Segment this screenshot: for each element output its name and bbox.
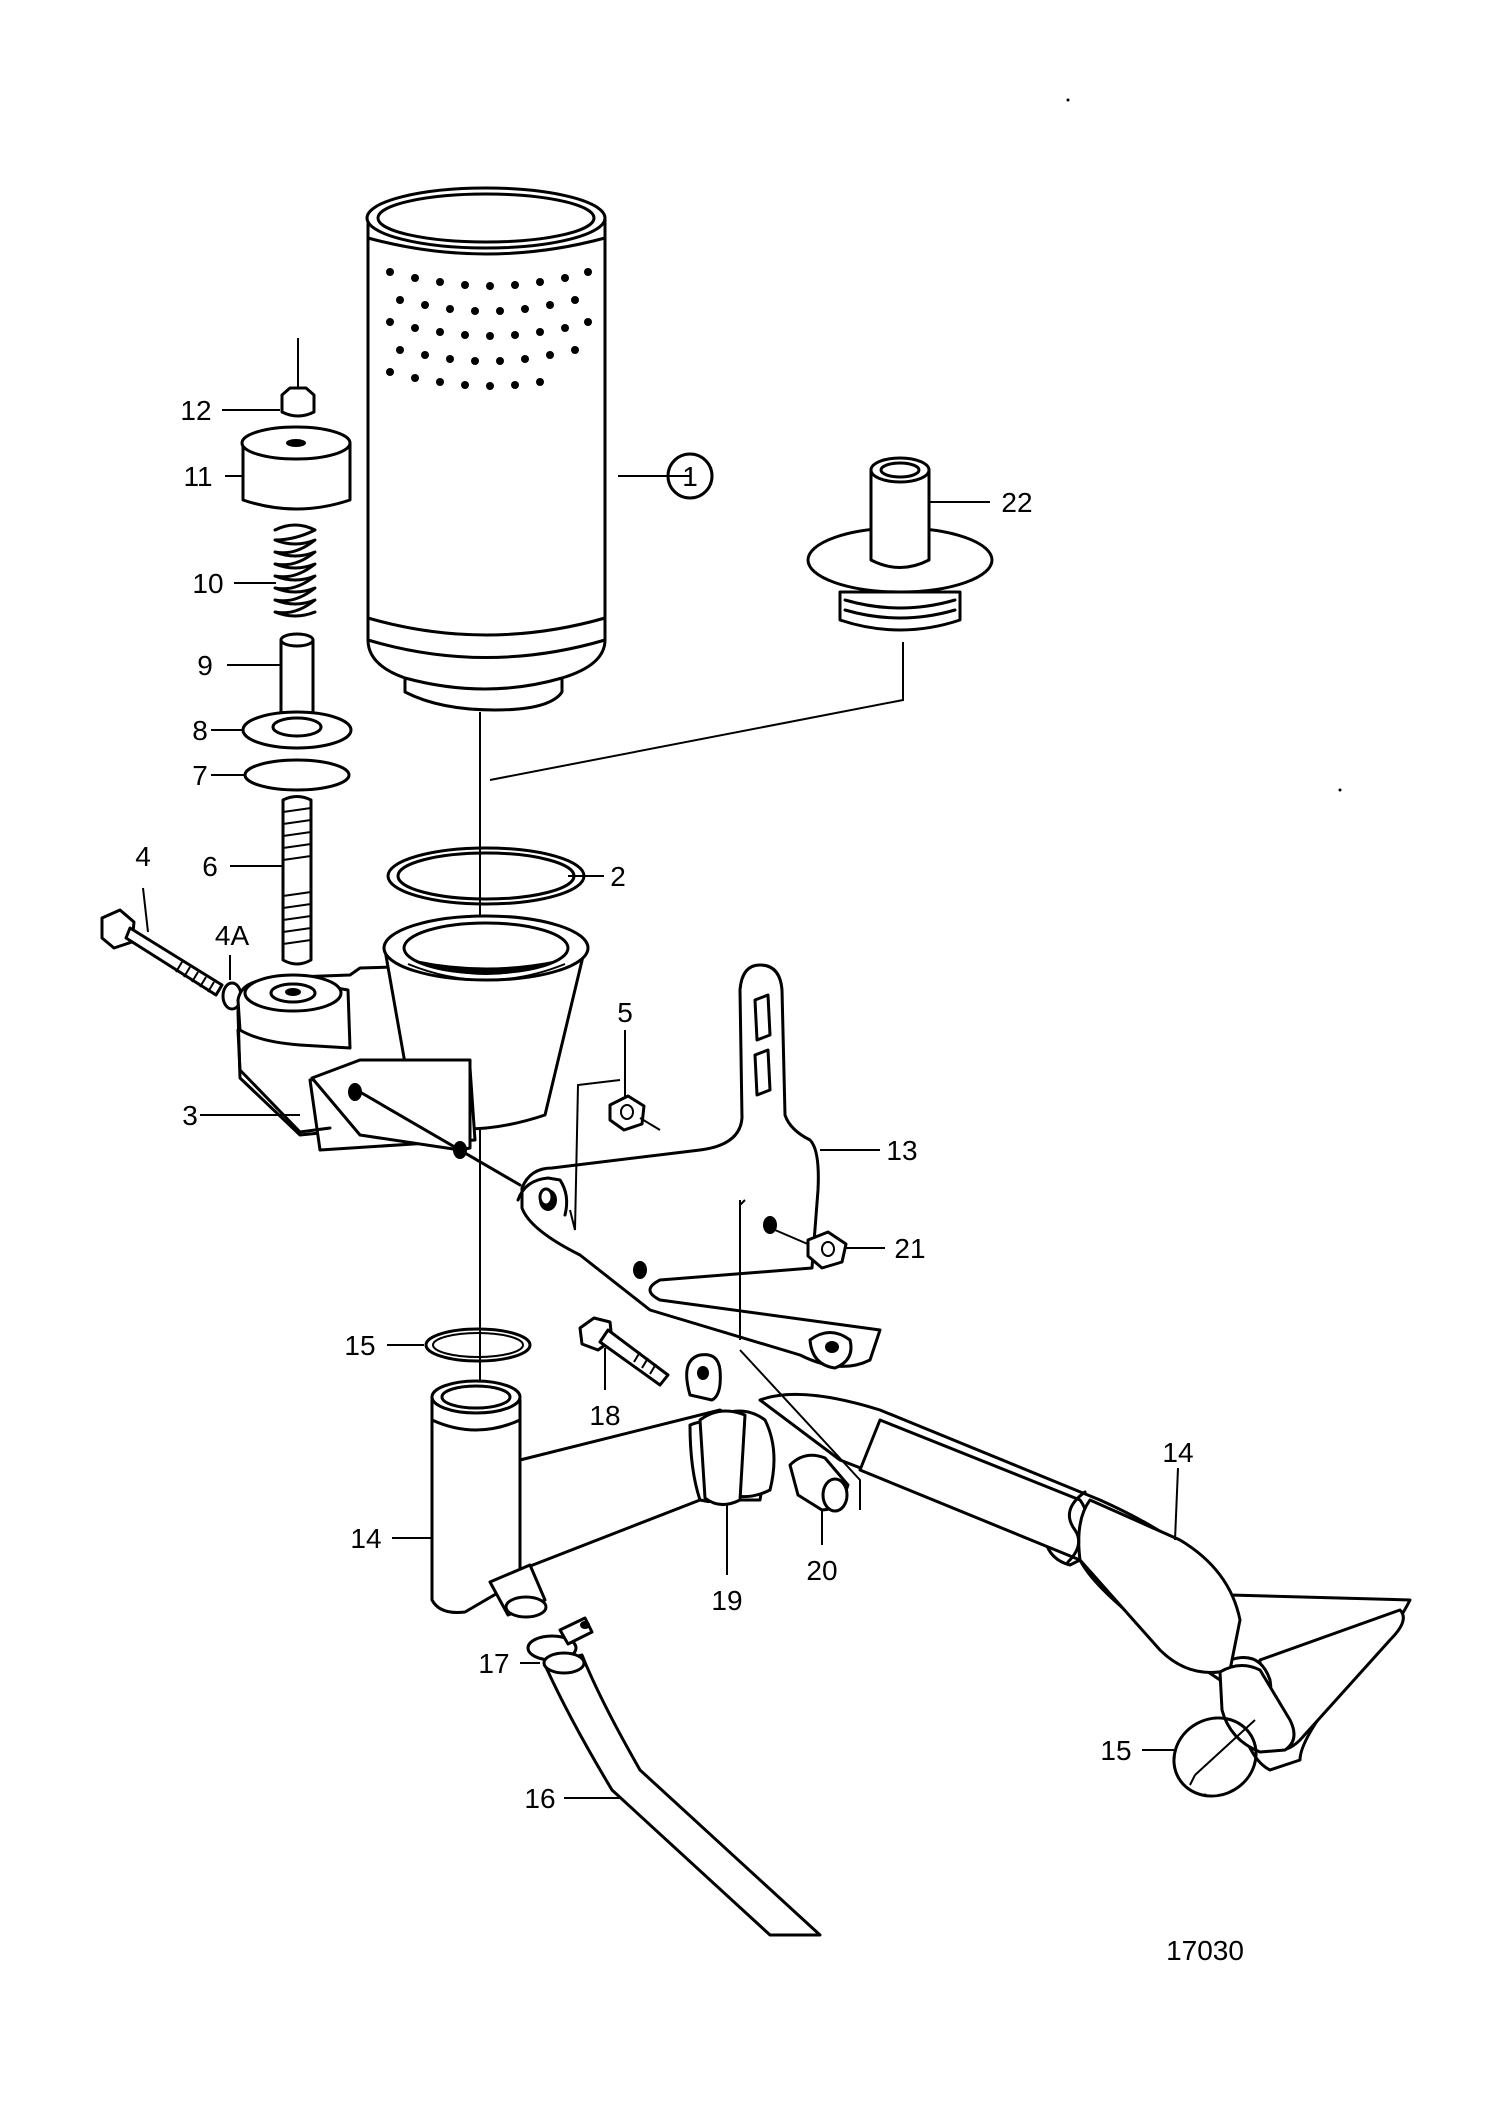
callout-5: 5 [617, 997, 633, 1028]
o-ring-7 [243, 758, 351, 792]
hose-16 [542, 1651, 822, 1937]
nut-21 [774, 1229, 848, 1270]
callout-16: 16 [524, 1783, 555, 1814]
pipe-clamp-19 [685, 1353, 747, 1506]
seal-ring-2 [386, 846, 586, 906]
callout-3: 3 [182, 1100, 198, 1131]
spacer-sleeve [279, 632, 315, 718]
callout-10: 10 [192, 568, 223, 599]
callout-21: 21 [894, 1233, 925, 1264]
callout-19: 19 [711, 1585, 742, 1616]
rubber-buffer [240, 425, 352, 511]
callout-14-right: 14 [1162, 1437, 1193, 1468]
spring [273, 523, 317, 618]
callout-1: 1 [682, 461, 698, 492]
callout-8: 8 [192, 715, 208, 746]
filter-housing [236, 914, 590, 1159]
callout-12: 12 [180, 395, 211, 426]
callout-4: 4 [135, 841, 151, 872]
perforation-holes [386, 268, 592, 390]
o-ring-15-upper [424, 1327, 532, 1363]
callout-9: 9 [197, 650, 213, 681]
callout-18: 18 [589, 1400, 620, 1431]
callout-labels: 1 2 3 4 4A 5 6 7 8 9 10 11 12 13 14 14 1… [135, 395, 1193, 1814]
callout-13: 13 [886, 1135, 917, 1166]
callout-14-left: 14 [350, 1523, 381, 1554]
callout-11: 11 [183, 461, 212, 492]
top-nut [280, 338, 316, 418]
callout-15-lower: 15 [1100, 1735, 1131, 1766]
mounting-bracket [516, 963, 882, 1370]
figure-number: 17030 [1166, 1935, 1244, 1966]
bolt-4 [100, 908, 224, 997]
bolt-18 [578, 1316, 670, 1387]
nut-5 [608, 1030, 661, 1132]
o-ring-15-lower [1172, 1716, 1258, 1798]
callout-17: 17 [478, 1648, 509, 1679]
callout-6: 6 [202, 851, 218, 882]
leader-lines [142, 409, 1179, 1799]
nipple-adapter [806, 456, 994, 632]
callout-22: 22 [1001, 487, 1032, 518]
callout-circle-1 [666, 452, 714, 500]
callout-7: 7 [192, 760, 208, 791]
washer-8 [241, 710, 353, 750]
callout-4a: 4A [215, 920, 250, 951]
callout-15-upper: 15 [344, 1330, 375, 1361]
callout-2: 2 [610, 861, 626, 892]
stud [281, 795, 313, 966]
filter-cartridge [365, 186, 607, 712]
callout-20: 20 [806, 1555, 837, 1586]
